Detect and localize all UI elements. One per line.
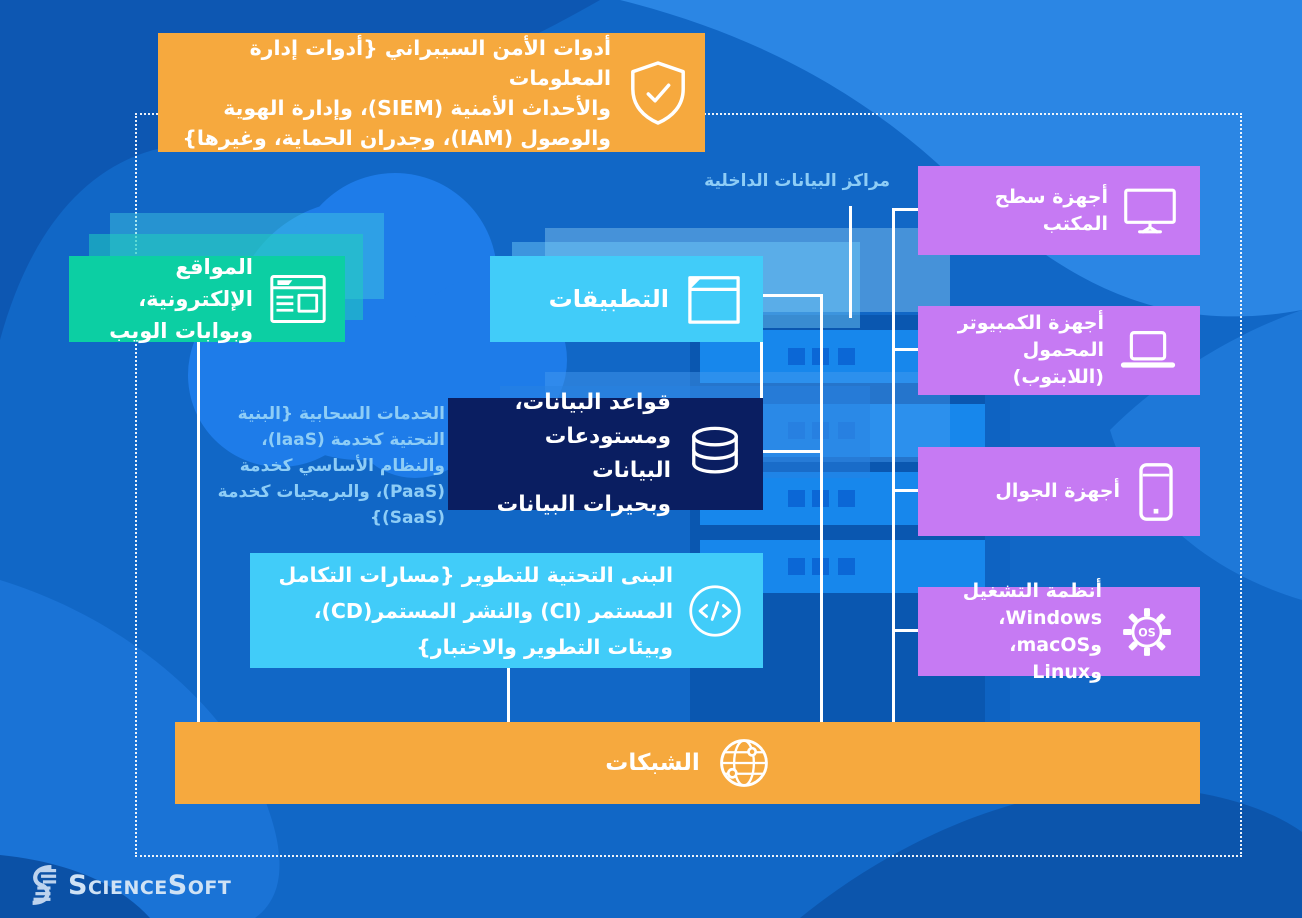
- app-window-icon: [687, 271, 741, 327]
- security-tools-text-line: والوصول (IAM)، وجدران الحماية، وغيرها}: [182, 125, 611, 150]
- sciencesoft-logo-text: ScienceSoft: [68, 869, 232, 901]
- cloud-services-line: (PaaS)، والبرمجيات كخدمة: [217, 482, 445, 502]
- connector-main-v: [820, 294, 823, 723]
- websites-box: المواقع الإلكترونية، وبوابات الويب: [69, 255, 345, 343]
- device-box-mobile: أجهزة الجوال: [918, 447, 1200, 536]
- server-light: [838, 348, 855, 365]
- networks-label: الشبكات: [605, 750, 700, 776]
- webpage-icon: [269, 272, 327, 326]
- desktop-icon: [1124, 187, 1176, 235]
- connector-websites: [197, 342, 200, 723]
- device-text-line: أجهزة سطح: [994, 185, 1108, 208]
- databases-box: قواعد البيانات، ومستودعات البيانات وبحير…: [448, 390, 763, 517]
- device-text-line: المحمول (اللابتوب): [1012, 339, 1104, 388]
- connector-databases-h: [763, 450, 823, 453]
- websites-text-line: المواقع الإلكترونية،: [138, 255, 253, 311]
- dev-infrastructure-box: البنى التحتية للتطوير {مسارات التكامل ال…: [250, 553, 763, 668]
- server-light: [838, 490, 855, 507]
- cloud-services-line: التحتية كخدمة (IaaS)،: [261, 430, 445, 450]
- cloud-services-line: الخدمات السحابية {البنية: [237, 404, 445, 424]
- device-text-line: المكتب: [1042, 212, 1108, 235]
- data-centers-label: مراكز البيانات الداخلية: [704, 171, 890, 191]
- security-tools-text-line: والأحداث الأمنية (SIEM)، وإدارة الهوية: [223, 95, 611, 120]
- databases-text-line: قواعد البيانات،: [514, 390, 671, 415]
- sciencesoft-logo: ScienceSoft: [26, 864, 231, 906]
- device-box-os: OS أنظمة التشغيل Windows، وmacOS، وLinux: [918, 580, 1200, 683]
- websites-text-line: وبوابات الويب: [109, 319, 253, 343]
- databases-text-line: وبحيرات البيانات: [496, 492, 671, 517]
- branch-os: [892, 629, 921, 632]
- branch-laptop: [892, 348, 921, 351]
- device-text-line: أجهزة الجوال: [995, 480, 1120, 502]
- globe-icon: [718, 737, 770, 789]
- device-text-line: Windows، وmacOS،: [998, 606, 1102, 656]
- sciencesoft-logo-mark-icon: [26, 864, 58, 906]
- security-tools-box: أدوات الأمن السيبراني {أدوات إدارة المعل…: [158, 33, 705, 152]
- device-text-line: وLinux: [1032, 660, 1102, 683]
- databases-text-line: ومستودعات البيانات: [544, 424, 671, 483]
- branch-mobile: [892, 489, 921, 492]
- server-light: [788, 490, 805, 507]
- cloud-services-line: والنظام الأساسي كخدمة: [239, 456, 445, 476]
- os-icon-text: OS: [1138, 626, 1155, 639]
- connector-datacenter: [849, 206, 852, 318]
- connector-applications-h: [763, 294, 823, 297]
- server-light: [788, 348, 805, 365]
- device-text-line: أجهزة الكمبيوتر: [957, 312, 1104, 334]
- device-box-desktop: أجهزة سطح المكتب: [918, 166, 1200, 255]
- gear-os-icon: OS: [1118, 603, 1176, 661]
- dev-infrastructure-text-line: وبيئات التطوير والاختبار}: [416, 634, 673, 659]
- connector-box-edge-v: [760, 294, 763, 453]
- server-light: [838, 558, 855, 575]
- device-text-line: أنظمة التشغيل: [962, 579, 1102, 602]
- dev-infrastructure-text-line: البنى التحتية للتطوير {مسارات التكامل: [278, 562, 673, 587]
- cloud-services-note: الخدمات السحابية {البنية التحتية كخدمة (…: [215, 401, 445, 531]
- connector-cicd: [507, 668, 510, 723]
- branch-desktop: [892, 208, 921, 211]
- dev-infrastructure-text-line: المستمر (CI) والنشر المستمر(CD)،: [313, 598, 673, 623]
- server-light: [788, 558, 805, 575]
- code-icon: [687, 583, 743, 639]
- applications-box: التطبيقات: [490, 256, 763, 342]
- database-icon: [687, 424, 743, 484]
- connector-devices-bracket: [892, 208, 895, 723]
- networks-bar: الشبكات: [175, 722, 1200, 804]
- applications-label: التطبيقات: [548, 285, 669, 313]
- smartphone-icon: [1136, 462, 1176, 522]
- security-tools-text-line: أدوات الأمن السيبراني {أدوات إدارة المعل…: [249, 35, 611, 90]
- cloud-services-line: (SaaS)}: [369, 508, 445, 528]
- shield-check-icon: [627, 59, 689, 127]
- laptop-icon: [1120, 329, 1176, 373]
- device-box-laptop: أجهزة الكمبيوتر المحمول (اللابتوب): [918, 306, 1200, 395]
